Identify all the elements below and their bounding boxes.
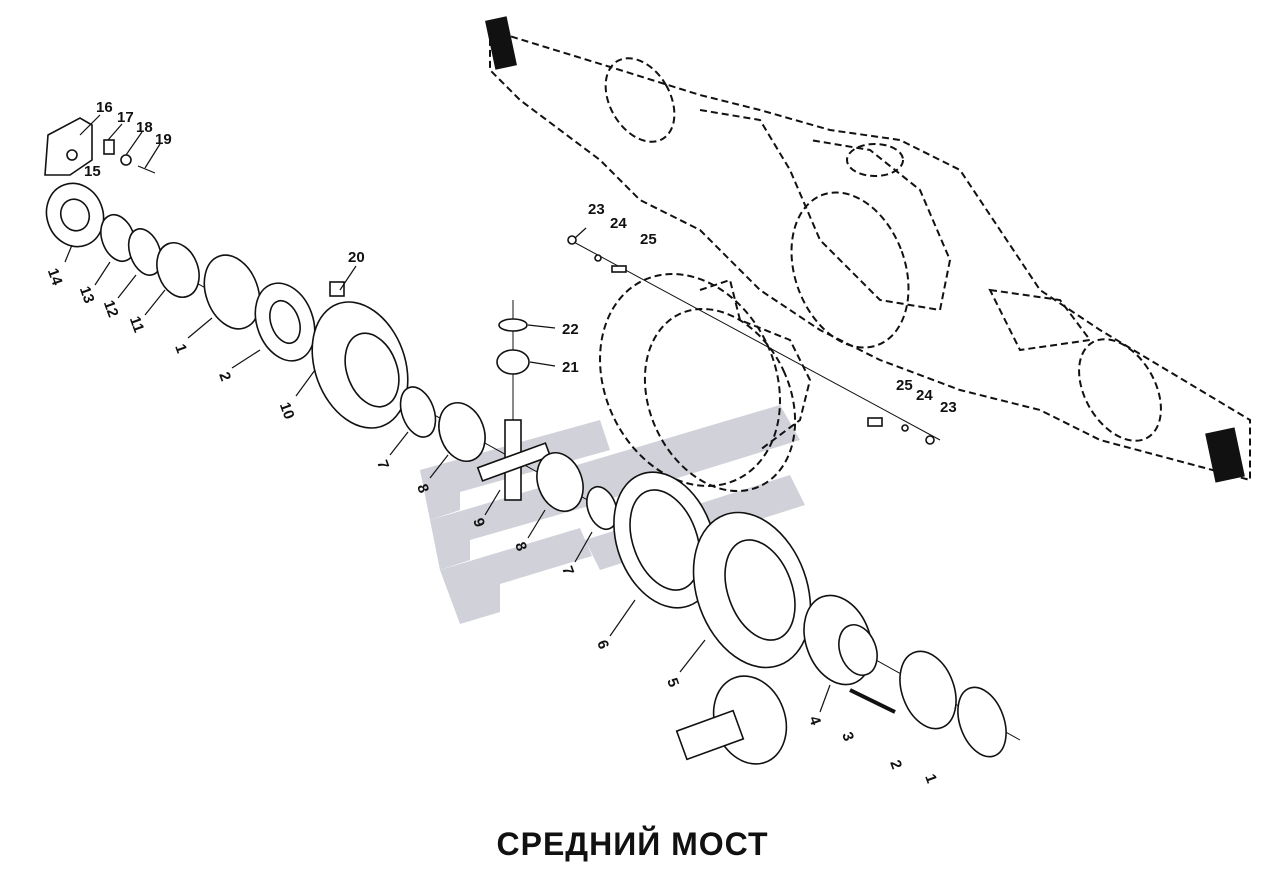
page-title: СРЕДНИЙ МОСТ [496, 826, 769, 862]
bolt [849, 688, 896, 714]
bearing-right [899, 650, 957, 730]
callout-labels: 16 17 18 19 15 14 13 12 11 1 2 10 20 7 8… [44, 99, 957, 786]
callout-2-left: 2 [215, 370, 234, 384]
bearing-outer-race-left [203, 254, 261, 330]
differential-case-half [311, 281, 409, 429]
callout-10: 10 [276, 400, 298, 421]
callout-1-left: 1 [171, 342, 190, 356]
carrier-housing [599, 273, 812, 493]
bearing-cup-small [156, 242, 200, 298]
differential-spider [476, 419, 552, 501]
callout-25-top: 25 [640, 231, 657, 248]
callout-7-right: 7 [558, 564, 577, 578]
drive-pinion [675, 675, 788, 765]
axle-housing [485, 16, 1251, 483]
side-gear-right [536, 452, 584, 512]
callout-24-top: 24 [610, 215, 627, 232]
callout-19: 19 [155, 131, 172, 148]
side-gear-left [438, 402, 486, 462]
adjusting-nut [45, 182, 105, 248]
callout-21: 21 [562, 359, 579, 376]
bearing-outer-race-right [957, 686, 1007, 758]
thrust-washer-left [399, 386, 437, 438]
callout-5: 5 [663, 676, 682, 690]
callout-7-left: 7 [373, 458, 392, 472]
planetary-pinion [496, 349, 530, 375]
callout-15: 15 [84, 163, 101, 180]
thrust-washer-right [586, 485, 618, 531]
callout-25-bottom: 25 [896, 377, 913, 394]
callout-1-right: 1 [921, 772, 940, 786]
callout-22: 22 [562, 321, 579, 338]
callout-20: 20 [348, 249, 365, 266]
callout-4: 4 [805, 714, 824, 728]
callout-23-top: 23 [588, 201, 605, 218]
callout-23-bottom: 23 [940, 399, 957, 416]
callout-11: 11 [126, 314, 147, 335]
callout-24-bottom: 24 [916, 387, 933, 404]
callout-16: 16 [96, 99, 113, 116]
callout-13: 13 [76, 284, 98, 305]
cover-plate [44, 117, 156, 176]
callout-14: 14 [44, 266, 66, 288]
callout-2-right: 2 [886, 758, 905, 772]
callout-6: 6 [593, 638, 612, 652]
shim-ring [127, 228, 163, 276]
callout-12: 12 [100, 298, 122, 319]
callout-18: 18 [136, 119, 153, 136]
pinion-washer [498, 318, 528, 332]
callout-17: 17 [117, 109, 134, 126]
callout-3: 3 [838, 730, 857, 744]
